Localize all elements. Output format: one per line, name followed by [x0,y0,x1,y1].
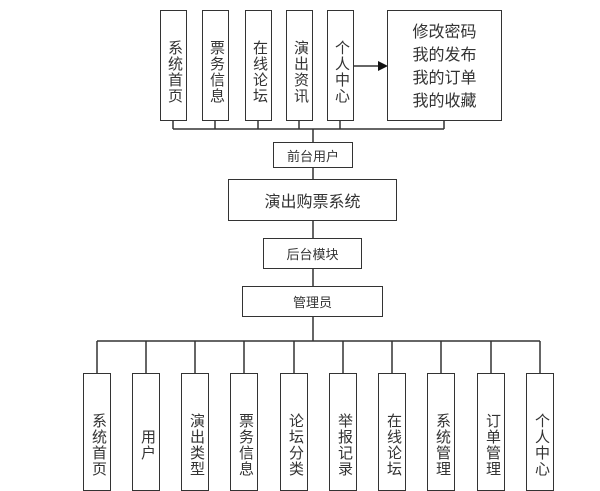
front-user-role-box: 前台用户 [273,142,353,168]
system-title: 演出购票系统 [264,192,361,211]
module-label: 票务信息 [237,413,255,477]
personal-center-items-box: 修改密码 我的发布 我的订单 我的收藏 [387,10,502,121]
module-label: 系统首页 [166,39,184,104]
front-module-home: 系统首页 [160,10,187,121]
role-label: 前台用户 [286,149,339,165]
module-label: 订单管理 [484,413,502,477]
module-label: 演出资讯 [292,39,310,104]
backend-module-box: 论坛分类 [280,373,308,491]
admin-role-box: 管理员 [242,286,383,317]
front-module-forum: 在线论坛 [245,10,272,121]
backend-module-box: 举报记录 [329,373,357,491]
personal-item: 我的订单 [412,67,477,87]
backend-module-box: 在线论坛 [378,373,406,491]
module-label: 系统首页 [90,413,108,477]
arrow-head-icon [378,61,388,71]
module-label: 举报记录 [336,413,354,477]
backend-module-box: 系统管理 [427,373,455,491]
front-module-personal-center: 个人中心 [327,10,354,121]
backend-module-box: 票务信息 [230,373,258,491]
personal-item: 修改密码 [412,21,477,41]
backend-module-box: 演出类型 [181,373,209,491]
backend-module-box: 系统首页 [83,373,111,491]
front-module-tickets: 票务信息 [202,10,229,121]
module-label: 系统管理 [434,413,452,477]
backend-label: 后台模块 [286,248,339,263]
module-label: 演出类型 [188,413,206,477]
system-title-box: 演出购票系统 [228,179,397,221]
personal-item: 我的收藏 [412,90,477,110]
backend-module-box: 用户 [132,373,160,491]
front-module-news: 演出资讯 [286,10,313,121]
module-label: 个人中心 [533,413,551,477]
module-label: 在线论坛 [251,39,269,104]
module-label: 票务信息 [208,39,226,104]
backend-module-box: 个人中心 [526,373,554,491]
module-label: 论坛分类 [287,413,305,477]
role-label: 管理员 [292,296,332,311]
backend-module-box: 后台模块 [263,238,362,269]
personal-item: 我的发布 [412,44,477,64]
backend-module-box: 订单管理 [477,373,505,491]
module-label: 用户 [139,429,157,461]
module-label: 个人中心 [333,39,351,104]
module-label: 在线论坛 [385,413,403,477]
